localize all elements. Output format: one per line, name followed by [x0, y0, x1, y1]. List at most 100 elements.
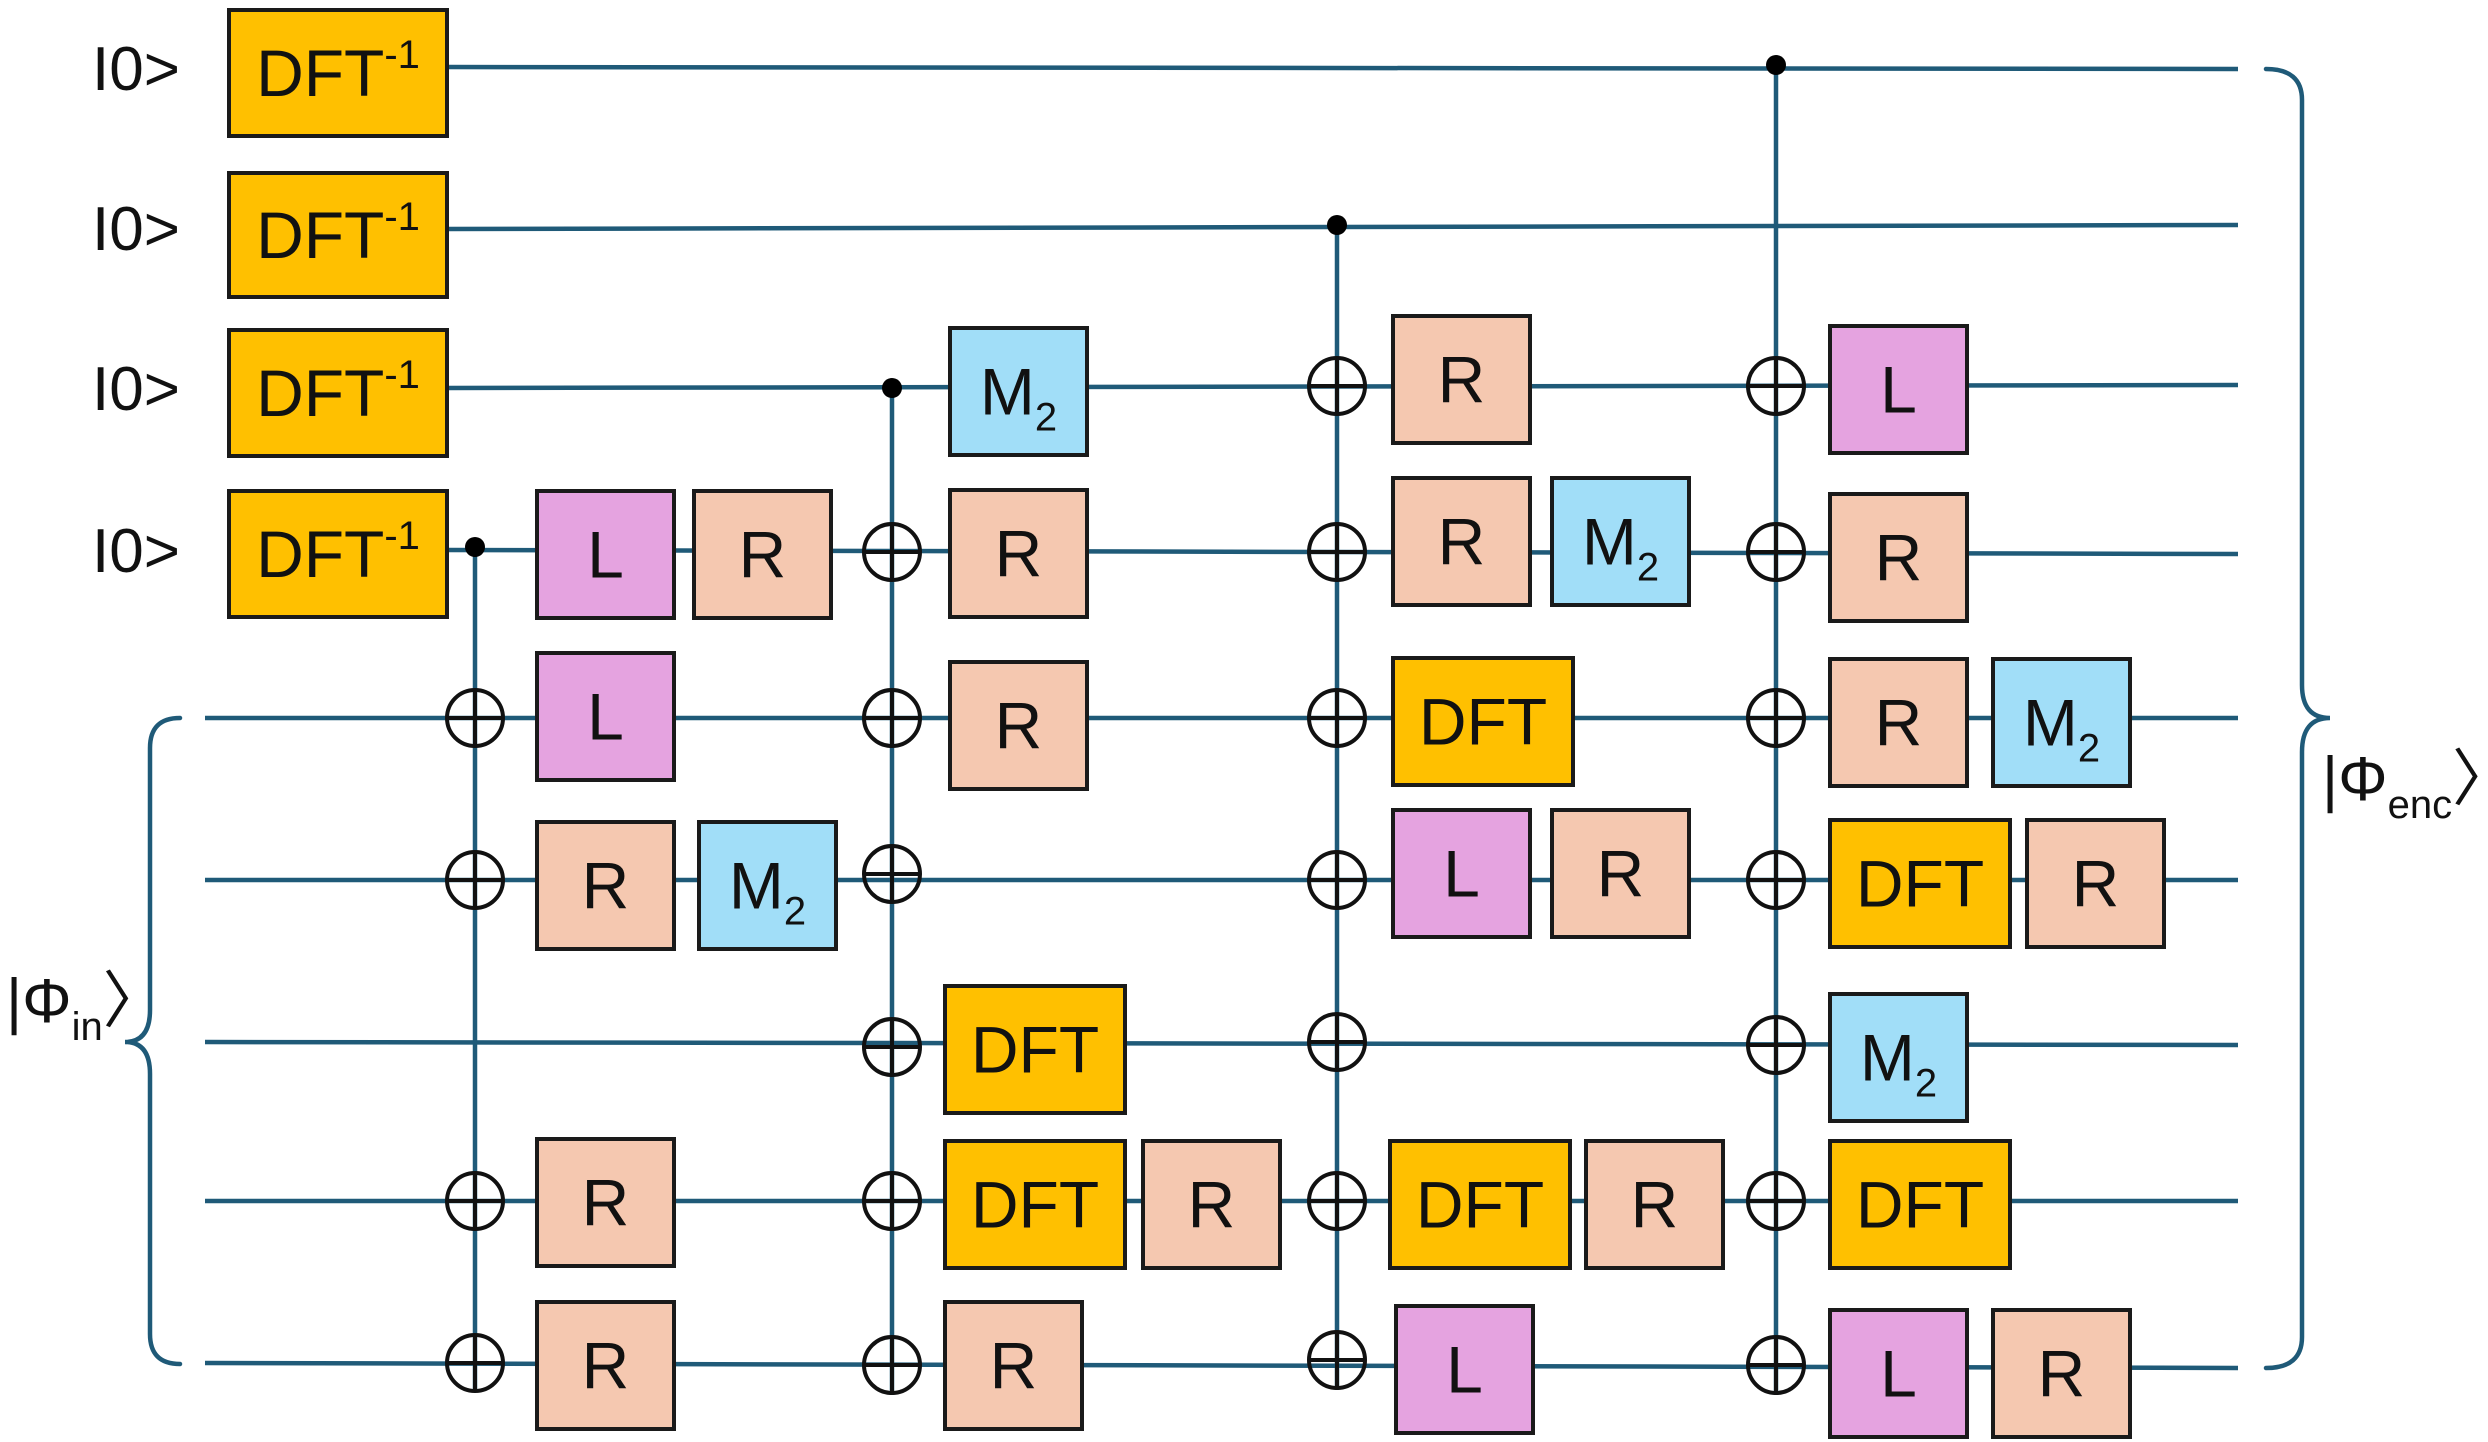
xor-target [862, 1017, 922, 1077]
xor-target [862, 1171, 922, 1231]
gate-label: M2 [1860, 1021, 1937, 1106]
gate-label: L [1446, 1333, 1483, 1407]
gate-label: M2 [980, 355, 1057, 440]
input-label: I0> [92, 355, 180, 424]
r-gate: R [1550, 808, 1691, 939]
gate-label: M2 [2023, 686, 2100, 771]
l-gate: L [535, 651, 676, 782]
xor-target [1746, 1335, 1806, 1395]
dft-inverse-gate: DFT-1 [227, 8, 449, 138]
gate-label: R [739, 518, 787, 592]
m2-gate: M2 [948, 326, 1089, 457]
gate-label: R [995, 517, 1043, 591]
r-gate: R [1391, 476, 1532, 607]
gate-label: R [1188, 1168, 1236, 1242]
xor-target [862, 1335, 922, 1395]
gate-label: M2 [729, 849, 806, 934]
output-state-label: |Φenc〉 [2322, 745, 2488, 827]
gate-box [1391, 314, 1532, 445]
gate-box [535, 651, 676, 782]
xor-target [1746, 1015, 1806, 1075]
xor-target [445, 1333, 505, 1393]
gate-box [943, 1300, 1084, 1431]
xor-target [445, 850, 505, 910]
gate-box [1394, 1304, 1535, 1435]
xor-targets [445, 356, 1806, 1395]
r-gate: R [948, 488, 1089, 619]
gate-label: R [1631, 1168, 1679, 1242]
dft-inverse-gate: DFT-1 [227, 489, 449, 619]
gate-label: DFT-1 [256, 33, 420, 110]
r-gate: R [1141, 1139, 1282, 1270]
gate-box [1141, 1139, 1282, 1270]
gate-label: DFT-1 [256, 195, 420, 272]
gate-box [535, 1300, 676, 1431]
dft-gate: DFT [1828, 1139, 2012, 1270]
gate-label: R [582, 1329, 630, 1403]
gate-box [1828, 492, 1969, 623]
gate-box [1550, 476, 1691, 607]
input-label: I0> [92, 195, 180, 264]
gate-box [1584, 1139, 1725, 1270]
input-labels: I0> I0> I0> I0> [92, 35, 180, 586]
control-dot [1766, 55, 1786, 75]
dft-gate: DFT [1391, 656, 1575, 787]
gate-box [1828, 324, 1969, 455]
l-gate: L [1828, 1308, 1969, 1439]
dft-inverse-gate: DFT-1 [227, 328, 449, 458]
gate-box [1391, 808, 1532, 939]
xor-target [1746, 356, 1806, 416]
r-gate: R [1391, 314, 1532, 445]
gate-box [1388, 1139, 1572, 1270]
gate-box [943, 1139, 1127, 1270]
input-brace [124, 715, 183, 1367]
gate-label: DFT [1419, 685, 1547, 759]
gate-label: R [995, 689, 1043, 763]
r-gate: R [1828, 657, 1969, 788]
gate-box [1991, 657, 2132, 788]
gate-label: L [1880, 1337, 1917, 1411]
gate-label: DFT [971, 1168, 1099, 1242]
l-gate: L [1828, 324, 1969, 455]
input-label: I0> [92, 35, 180, 104]
input-label: I0> [92, 517, 180, 586]
gate-box [948, 488, 1089, 619]
m2-gate: M2 [697, 820, 838, 951]
l-gate: L [1394, 1304, 1535, 1435]
gate-box [2025, 818, 2166, 949]
dft-gate: DFT [943, 984, 1127, 1115]
control-dot [882, 378, 902, 398]
dft-gate: DFT [943, 1139, 1127, 1270]
gate-box [1550, 808, 1691, 939]
input-state-label: |Φin〉 [6, 967, 165, 1049]
r-gate: R [948, 660, 1089, 791]
dft-gate: DFT [1828, 818, 2012, 949]
control-dot [465, 537, 485, 557]
xor-target [1746, 688, 1806, 748]
gate-box [1991, 1308, 2132, 1439]
xor-target [445, 688, 505, 748]
gate-box [943, 984, 1127, 1115]
gate-label: R [2038, 1337, 2086, 1411]
xor-target [1307, 688, 1367, 748]
gate-label: DFT [971, 1013, 1099, 1087]
wire-0 [445, 64, 2239, 72]
r-gate: R [1991, 1308, 2132, 1439]
gate-box [535, 489, 676, 620]
r-gate: R [535, 820, 676, 951]
gate-box [1828, 657, 1969, 788]
r-gate: R [2025, 818, 2166, 949]
gate-box [948, 660, 1089, 791]
gate-box [227, 328, 449, 458]
xor-target [1746, 1171, 1806, 1231]
control-dot [1327, 215, 1347, 235]
gate-label: L [1880, 353, 1917, 427]
gate-label: R [1875, 521, 1923, 595]
gate-label: DFT [1856, 847, 1984, 921]
gate-label: R [582, 1166, 630, 1240]
control-dots [465, 55, 1786, 557]
gate-box [1828, 818, 2012, 949]
xor-target [862, 688, 922, 748]
r-gate: R [1828, 492, 1969, 623]
gate-label: R [1875, 686, 1923, 760]
